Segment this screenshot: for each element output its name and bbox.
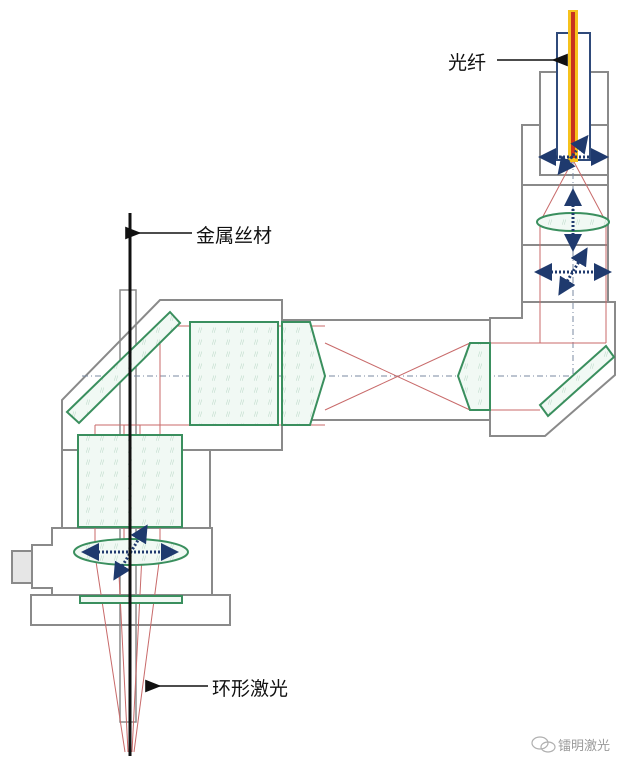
folding-mirror-left xyxy=(65,310,182,425)
ring-laser-label: 环形激光 xyxy=(212,678,289,700)
metal-wire-label: 金属丝材 xyxy=(196,225,273,247)
fiber-assembly xyxy=(556,10,591,162)
axicon-large xyxy=(281,321,327,426)
focus-housing xyxy=(31,527,213,596)
side-port xyxy=(11,550,33,584)
xy-adjust-y-arrow xyxy=(558,247,588,296)
fiber-adjust-z-arrow xyxy=(557,134,589,176)
optics xyxy=(65,212,616,604)
fiber-core xyxy=(571,12,575,158)
horizontal-tube xyxy=(282,319,490,421)
axicon-small xyxy=(456,342,491,411)
vertical-tube xyxy=(61,450,211,528)
fiber-label: 光纤 xyxy=(448,52,487,74)
right-mirror-block xyxy=(489,301,616,437)
wechat-icon xyxy=(531,736,556,753)
folding-mirror-right xyxy=(538,344,616,418)
watermark: 镭明激光 xyxy=(558,739,611,754)
cylinder-lens xyxy=(189,321,279,426)
label-arrows xyxy=(125,53,568,693)
